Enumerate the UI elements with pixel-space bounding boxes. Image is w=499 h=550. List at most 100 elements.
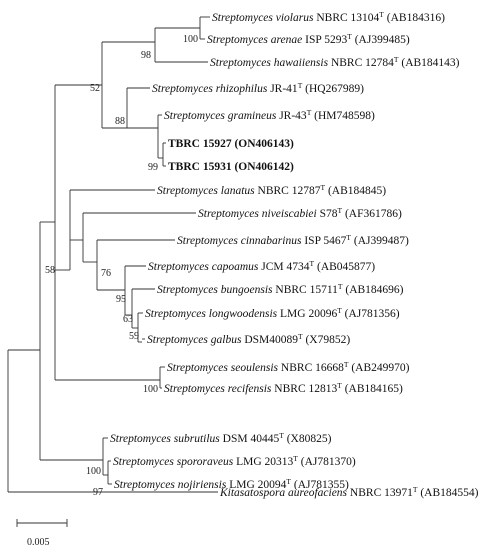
strain-name: LMG 20096 <box>280 308 337 320</box>
bootstrap-value: 88 <box>115 116 125 127</box>
accession-number: (AB184554) <box>417 487 478 499</box>
accession-number: (ON406142) <box>232 161 294 173</box>
type-strain-mark: T <box>298 332 303 341</box>
bootstrap-value: 97 <box>93 487 103 498</box>
strain-name: JR-43 <box>279 110 307 122</box>
taxon-label: Streptomyces bungoensis NBRC 15711T (AB1… <box>157 282 404 297</box>
taxon-label: Streptomyces violarus NBRC 13104T (AB184… <box>212 10 445 25</box>
strain-name: DSM40089 <box>244 334 298 346</box>
taxon-label: Streptomyces spororaveus LMG 20313T (AJ7… <box>113 454 356 469</box>
strain-name: NBRC 16668 <box>281 362 344 374</box>
species-name: Streptomyces bungoensis <box>157 284 275 296</box>
type-strain-mark: T <box>338 282 343 291</box>
strain-name: NBRC 12787 <box>258 185 321 197</box>
strain-name: S78 <box>320 208 338 220</box>
type-strain-mark: T <box>413 485 418 494</box>
type-strain-mark: T <box>298 81 303 90</box>
species-name: Streptomyces hawaiiensis <box>210 57 331 69</box>
species-name: Streptomyces capoamus <box>148 261 261 273</box>
strain-name: NBRC 13971 <box>350 487 413 499</box>
accession-number: (X79852) <box>303 334 351 346</box>
taxon-label: Streptomyces arenae ISP 5293T (AJ399485) <box>207 32 410 47</box>
species-name: Streptomyces niveiscabiei <box>198 208 320 220</box>
tree-branches <box>7 16 218 527</box>
taxon-label: TBRC 15931 (ON406142) <box>168 161 294 173</box>
type-strain-mark: T <box>346 233 351 242</box>
accession-number: (AJ781356) <box>342 308 400 320</box>
accession-number: (HM748598) <box>311 110 375 122</box>
type-strain-mark: T <box>279 431 284 440</box>
accession-number: (X80825) <box>284 433 332 445</box>
scale-bar-label: 0.005 <box>27 537 50 548</box>
species-name: Streptomyces arenae <box>207 34 305 46</box>
strain-name: TBRC 15927 <box>168 138 232 150</box>
accession-number: (AB249970) <box>348 362 409 374</box>
species-name: Streptomyces lanatus <box>157 185 258 197</box>
type-strain-mark: T <box>293 454 298 463</box>
type-strain-mark: T <box>286 477 291 486</box>
strain-name: LMG 20313 <box>236 456 293 468</box>
accession-number: (AJ781370) <box>298 456 356 468</box>
accession-number: (AB184165) <box>342 383 403 395</box>
bootstrap-value: 58 <box>45 265 55 276</box>
taxon-label: Streptomyces rhizophilus JR-41T (HQ26798… <box>152 81 364 96</box>
taxon-label: Streptomyces nojiriensis LMG 20094T (AJ7… <box>114 477 349 492</box>
strain-name: NBRC 13104 <box>316 12 379 24</box>
species-name: Streptomyces rhizophilus <box>152 83 270 95</box>
accession-number: (ON406143) <box>232 138 294 150</box>
taxon-label: Streptomyces gramineus JR-43T (HM748598) <box>164 108 375 123</box>
accession-number: (AJ399485) <box>352 34 410 46</box>
accession-number: (AB184316) <box>384 12 445 24</box>
strain-name: LMG 20094 <box>229 479 286 491</box>
species-name: Kitasatospora aureofaciens <box>219 487 350 499</box>
taxon-label: Streptomyces galbus DSM40089T (X79852) <box>147 332 350 347</box>
accession-number: (AF361786) <box>342 208 402 220</box>
accession-number: (HQ267989) <box>302 83 364 95</box>
bootstrap-value: 98 <box>141 50 151 61</box>
strain-name: NBRC 15711 <box>275 284 338 296</box>
species-name: Streptomyces recifensis <box>164 383 274 395</box>
bootstrap-value: 52 <box>90 83 100 94</box>
species-name: Streptomyces nojiriensis <box>114 479 229 491</box>
strain-name: JCM 4734 <box>261 261 309 273</box>
bootstrap-value: 63 <box>123 314 133 325</box>
type-strain-mark: T <box>379 10 384 19</box>
strain-name: TBRC 15931 <box>168 161 232 173</box>
type-strain-mark: T <box>337 306 342 315</box>
taxon-label: Streptomyces niveiscabiei S78T (AF361786… <box>198 206 402 221</box>
type-strain-mark: T <box>344 360 349 369</box>
species-name: Streptomyces cinnabarinus <box>177 235 304 247</box>
type-strain-mark: T <box>310 259 315 268</box>
accession-number: (AB184845) <box>325 185 386 197</box>
species-name: Streptomyces spororaveus <box>113 456 236 468</box>
type-strain-mark: T <box>394 55 399 64</box>
species-name: Streptomyces gramineus <box>164 110 279 122</box>
type-strain-mark: T <box>337 206 342 215</box>
bootstrap-value: 59 <box>129 331 139 342</box>
strain-name: NBRC 12784 <box>331 57 394 69</box>
taxon-label: Streptomyces hawaiiensis NBRC 12784T (AB… <box>210 55 460 70</box>
taxon-label: Streptomyces seoulensis NBRC 16668T (AB2… <box>167 360 410 375</box>
type-strain-mark: T <box>320 183 325 192</box>
species-name: Streptomyces galbus <box>147 334 244 346</box>
species-name: Streptomyces longwoodensis <box>145 308 280 320</box>
species-name: Streptomyces seoulensis <box>167 362 281 374</box>
strain-name: JR-41 <box>270 83 298 95</box>
taxon-label: Kitasatospora aureofaciens NBRC 13971T (… <box>219 485 479 500</box>
strain-name: DSM 40445 <box>223 433 280 445</box>
taxon-label: Streptomyces capoamus JCM 4734T (AB04587… <box>148 259 375 274</box>
taxon-label: Streptomyces longwoodensis LMG 20096T (A… <box>145 306 400 321</box>
bootstrap-value: 100 <box>143 384 158 395</box>
type-strain-mark: T <box>307 108 312 117</box>
taxon-label: Streptomyces cinnabarinus ISP 5467T (AJ3… <box>177 233 409 248</box>
bootstrap-value: 99 <box>148 162 158 173</box>
strain-name: ISP 5293 <box>305 34 347 46</box>
taxon-labels: Streptomyces violarus NBRC 13104T (AB184… <box>110 10 479 500</box>
type-strain-mark: T <box>337 381 342 390</box>
accession-number: (AJ399487) <box>351 235 409 247</box>
type-strain-mark: T <box>347 32 352 41</box>
bootstrap-value: 95 <box>116 294 126 305</box>
taxon-label: Streptomyces lanatus NBRC 12787T (AB1848… <box>157 183 386 198</box>
